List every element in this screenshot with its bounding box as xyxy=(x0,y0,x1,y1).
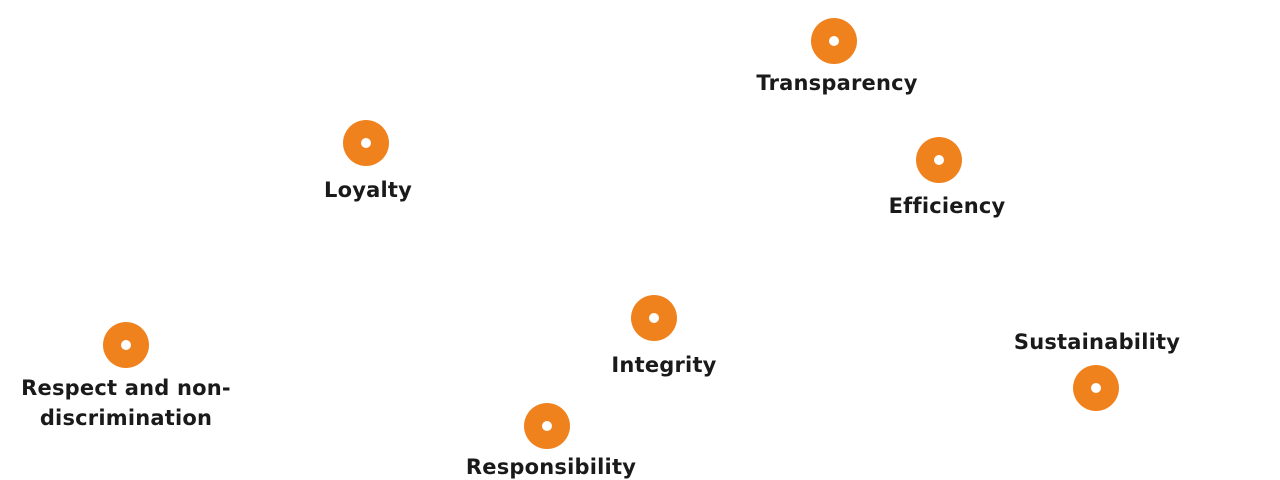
dot-icon xyxy=(1073,365,1119,411)
value-label-respect: Respect and non- discrimination xyxy=(21,373,231,433)
value-label-respect-line2: discrimination xyxy=(39,406,213,430)
value-label-respect-line1: Respect and non- xyxy=(21,376,231,400)
dot-center xyxy=(121,340,131,350)
dot-center xyxy=(542,421,552,431)
dot-icon xyxy=(631,295,677,341)
dot-center xyxy=(361,138,371,148)
dot-center xyxy=(1091,383,1101,393)
dot-icon xyxy=(811,18,857,64)
dot-icon xyxy=(524,403,570,449)
value-label-responsibility: Responsibility xyxy=(465,455,637,479)
dot-center xyxy=(934,155,944,165)
dot-center xyxy=(829,36,839,46)
dot-icon xyxy=(343,120,389,166)
dot-icon xyxy=(103,322,149,368)
value-label-loyalty: Loyalty xyxy=(324,178,412,202)
value-label-sustainability: Sustainability xyxy=(1013,330,1181,354)
dot-icon xyxy=(916,137,962,183)
value-label-transparency: Transparency xyxy=(756,71,918,95)
dot-center xyxy=(649,313,659,323)
value-label-efficiency: Efficiency xyxy=(888,194,1006,218)
value-label-integrity: Integrity xyxy=(611,353,717,377)
